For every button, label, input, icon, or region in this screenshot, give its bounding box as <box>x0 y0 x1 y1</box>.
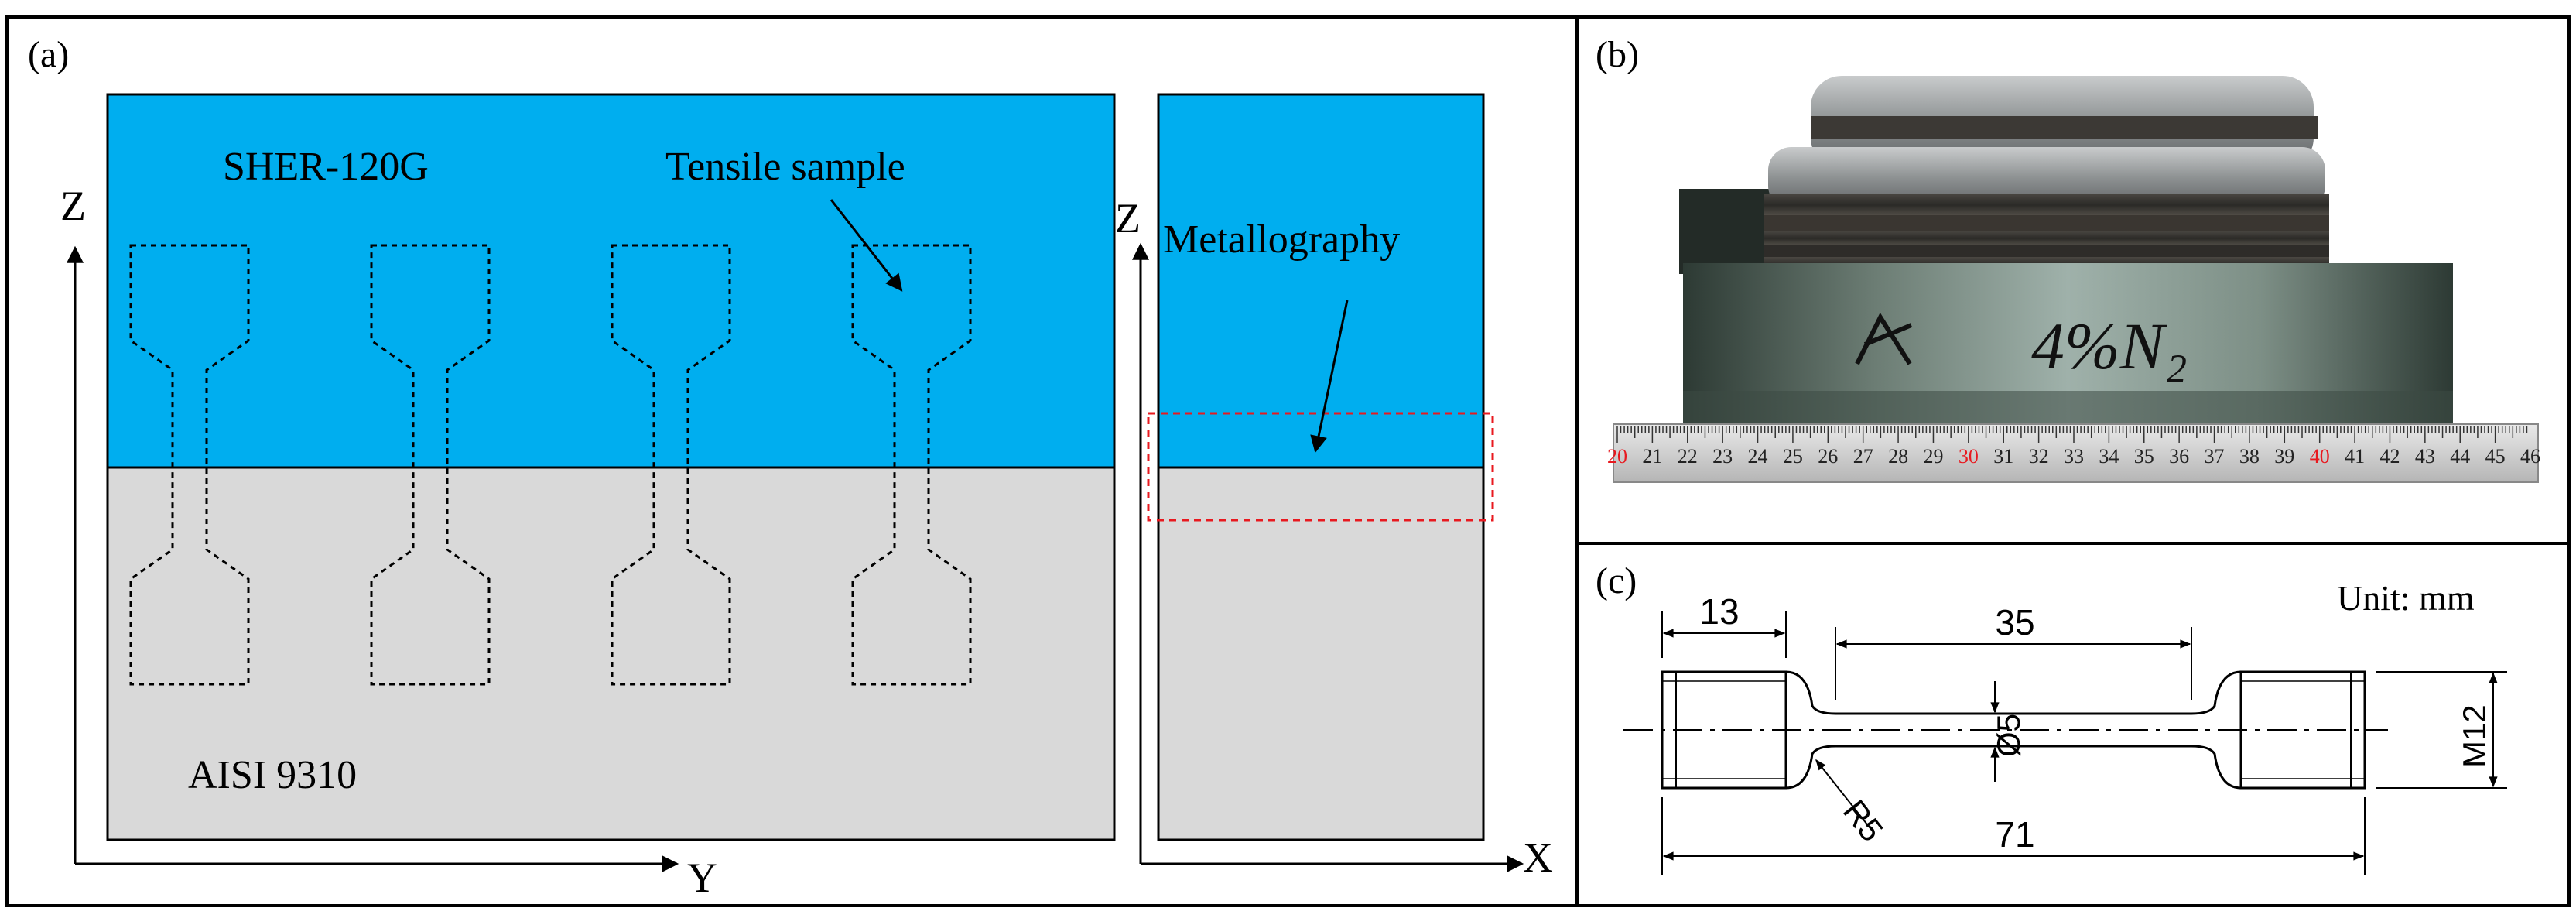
ruler-number: 23 <box>1712 445 1733 468</box>
ruler-number: 34 <box>2099 445 2119 468</box>
tensile-sample-outline <box>129 244 250 686</box>
ruler-number: 24 <box>1748 445 1768 468</box>
ruler-number: 45 <box>2485 445 2506 468</box>
right-top-region <box>1157 93 1485 469</box>
ruler-number: 22 <box>1678 445 1698 468</box>
ruler-number: 38 <box>2239 445 2260 468</box>
tensile-specimen-drawing <box>1623 670 2388 790</box>
ruler-number: 36 <box>2169 445 2189 468</box>
panel-a: (a) SHER-120G AISI 9310 Tensile sample Z… <box>28 34 1553 901</box>
ruler-number: 30 <box>1959 445 1979 468</box>
tensile-sample-outline <box>851 244 972 686</box>
ruler <box>1613 423 2539 483</box>
ruler-number: 20 <box>1607 445 1627 468</box>
dim-radius-label: R5 <box>1836 793 1890 848</box>
panel-b-label: (b) <box>1596 34 1639 75</box>
ruler-number: 43 <box>2415 445 2435 468</box>
axis-x-label: X <box>1523 834 1553 881</box>
axis-z-right-label: Z <box>1115 195 1141 241</box>
hand-mark <box>1855 312 1913 365</box>
metallography-label: Metallography <box>1163 218 1400 262</box>
panel-a-label: (a) <box>28 34 69 75</box>
ruler-number: 37 <box>2205 445 2225 468</box>
panel-c-label: (c) <box>1596 560 1637 601</box>
dim-grip-label: 13 <box>1699 591 1739 632</box>
tensile-sample-outline <box>370 244 491 686</box>
top-material-label: SHER-120G <box>223 145 429 189</box>
ruler-ticks <box>1616 426 2528 443</box>
metallography-arrow <box>1310 300 1349 454</box>
ruler-number: 39 <box>2274 445 2294 468</box>
tensile-sample-group <box>129 244 972 686</box>
ruler-number: 29 <box>1923 445 1943 468</box>
axis-y-label: Y <box>687 855 717 901</box>
deposited-layers <box>1764 76 2329 288</box>
metallography-region <box>1147 412 1494 522</box>
ruler-number: 21 <box>1642 445 1662 468</box>
panel-c: (c) Unit: mm 13 35 <box>1596 560 2507 875</box>
bottom-material-label: AISI 9310 <box>188 753 357 797</box>
hand-writing-label: 4%N₂ <box>2031 309 2188 383</box>
ruler-number: 44 <box>2450 445 2470 468</box>
ruler-number: 28 <box>1888 445 1908 468</box>
tensile-sample-outline <box>611 244 731 686</box>
unit-label: Unit: mm <box>2337 578 2475 618</box>
dim-thread-label: M12 <box>2456 704 2492 768</box>
outer-frame <box>5 15 2571 907</box>
ruler-number: 27 <box>1853 445 1873 468</box>
ruler-number: 42 <box>2379 445 2400 468</box>
ruler-numbers: 20 21 22 23 24 25 26 27 28 29 30 31 32 33 34 35 36 37 38 39… <box>1607 445 2540 468</box>
ruler-number: 33 <box>2064 445 2084 468</box>
dim-diameter-label: Ø5 <box>1990 714 2027 757</box>
ruler-number: 41 <box>2345 445 2365 468</box>
ruler-number: 35 <box>2134 445 2154 468</box>
dim-total-label: 71 <box>1995 814 2034 855</box>
dim-gauge-label: 35 <box>1995 602 2034 642</box>
right-bottom-region <box>1157 466 1485 841</box>
panel-b: 4%N₂ 20 21 22 23 24 25 26 27 28 29 30 31 32 33 34 35 36 3… <box>1596 34 2540 483</box>
top-material-region <box>106 93 1116 469</box>
ruler-number: 40 <box>2310 445 2330 468</box>
ruler-number: 46 <box>2520 445 2540 468</box>
substrate-back-block <box>1679 189 1780 274</box>
dim-radius-line <box>1815 759 1873 832</box>
ruler-number: 26 <box>1818 445 1838 468</box>
axis-z-left-label: Z <box>60 183 86 229</box>
ruler-number: 32 <box>2029 445 2049 468</box>
ruler-number: 25 <box>1783 445 1803 468</box>
tensile-sample-label: Tensile sample <box>665 145 905 189</box>
ruler-number: 31 <box>1993 445 2013 468</box>
